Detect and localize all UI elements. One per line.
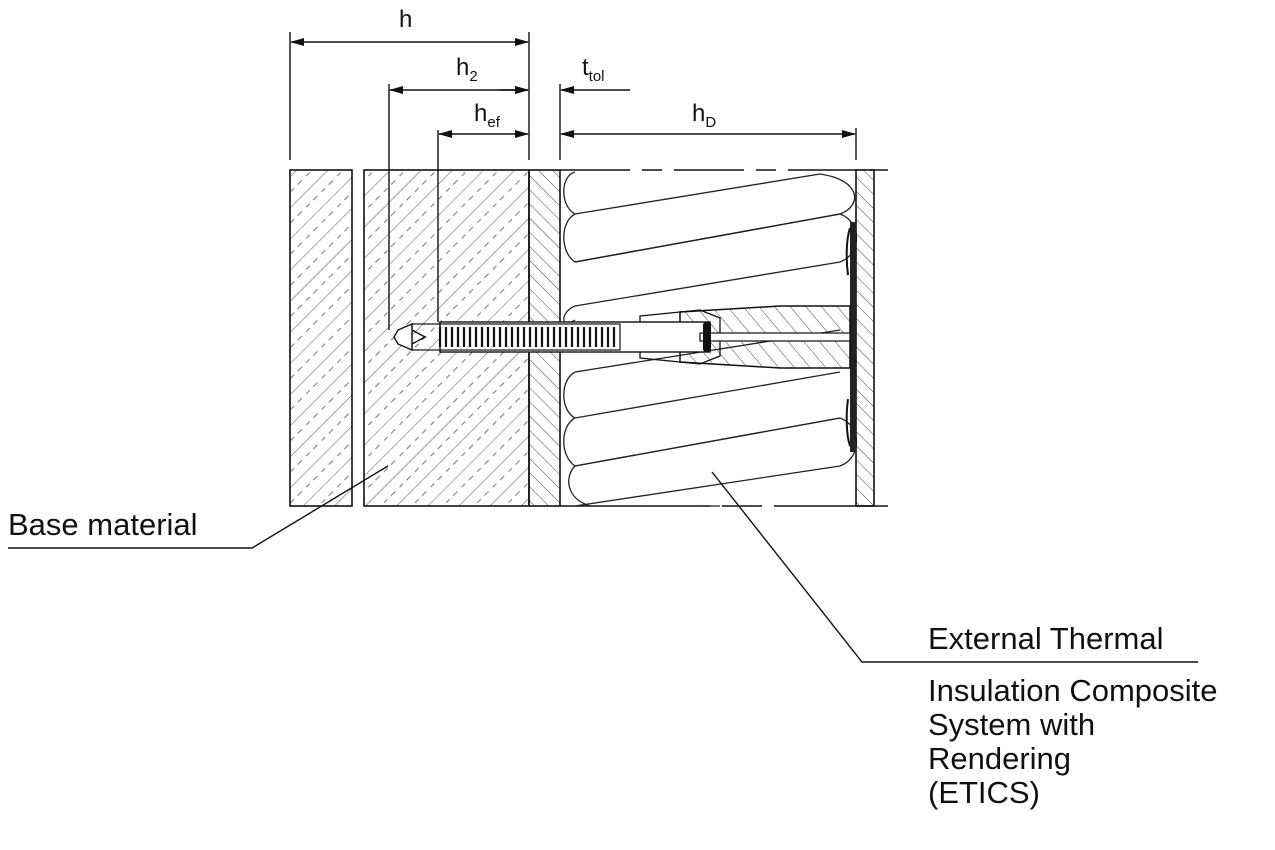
dimension-label-h-d: hD — [692, 100, 717, 131]
insulation-anchor — [393, 222, 856, 452]
dimension-label-t-tol: ttol — [582, 54, 605, 85]
etics-label-line4: Rendering — [928, 741, 1072, 776]
dimension-label-h: h — [399, 6, 413, 33]
etics-label-line5: (ETICS) — [928, 775, 1040, 810]
dimension-label-h2: h2 — [456, 54, 478, 85]
etics-label-line2: Insulation Composite — [928, 673, 1218, 708]
leader-lines — [8, 465, 1198, 663]
finish-render-layer — [855, 169, 875, 507]
base-material-label: Base material — [8, 507, 198, 542]
dimension-label-h-ef: hef — [474, 100, 500, 131]
etics-label-line1: External Thermal — [928, 621, 1164, 656]
dimension-lines — [289, 32, 857, 330]
etics-label-line3: System with — [928, 707, 1096, 742]
